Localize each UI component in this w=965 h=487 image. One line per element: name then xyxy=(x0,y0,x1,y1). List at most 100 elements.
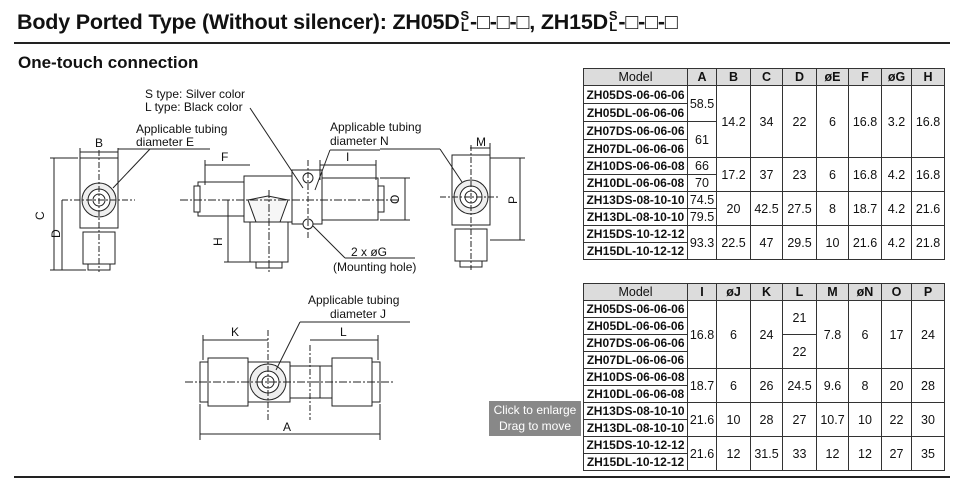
value-cell: 58.5 xyxy=(687,85,717,122)
side-view-right xyxy=(380,143,525,270)
label-l-type: L type: Black color xyxy=(145,100,243,114)
header-model: Model xyxy=(583,283,688,301)
dim-h: H xyxy=(211,237,225,246)
value-cell: 70 xyxy=(687,174,717,192)
value-cell: 16.8 xyxy=(911,85,945,158)
value-cell: 9.6 xyxy=(816,368,849,403)
value-cell: 6 xyxy=(816,85,849,158)
value-cell: 10 xyxy=(848,402,882,437)
top-view-bottom xyxy=(185,321,410,440)
value-cell: 16.8 xyxy=(848,85,882,158)
dim-m: M xyxy=(476,135,486,149)
value-cell: 27 xyxy=(782,402,817,437)
value-cell: 10 xyxy=(816,225,849,260)
header-m: M xyxy=(816,283,849,301)
header-j: øJ xyxy=(716,283,751,301)
value-cell: 28 xyxy=(750,402,783,437)
value-cell: 6 xyxy=(716,300,751,369)
value-cell: 22.5 xyxy=(716,225,751,260)
value-cell: 27 xyxy=(881,436,912,471)
model-cell: ZH10DL-06-06-08 xyxy=(583,174,688,192)
enlarge-overlay[interactable]: Click to enlarge Drag to move xyxy=(489,401,581,436)
model-cell: ZH05DL-06-06-06 xyxy=(583,103,688,122)
value-cell: 6 xyxy=(816,157,849,192)
value-cell: 21.6 xyxy=(687,402,717,437)
header-h: H xyxy=(911,68,945,86)
header-f: F xyxy=(848,68,882,86)
value-cell: 24 xyxy=(750,300,783,369)
header-c: C xyxy=(750,68,783,86)
value-cell: 35 xyxy=(911,436,945,471)
dimension-table-2: Model I øJ K L M øN O P ZH05DS-06-06-06 … xyxy=(583,283,945,471)
value-cell: 79.5 xyxy=(687,208,717,226)
dim-a: A xyxy=(283,420,291,434)
label-s-type: S type: Silver color xyxy=(145,87,245,101)
front-view-center xyxy=(180,107,415,272)
dim-i: I xyxy=(346,150,349,164)
value-cell: 16.8 xyxy=(911,157,945,192)
value-cell: 10.7 xyxy=(816,402,849,437)
value-cell: 6 xyxy=(716,368,751,403)
overlay-drag-text: Drag to move xyxy=(498,419,572,433)
value-cell: 12 xyxy=(816,436,849,471)
side-view-left xyxy=(50,148,210,272)
value-cell: 47 xyxy=(750,225,783,260)
label-mounting-1: 2 x øG xyxy=(351,245,387,259)
label-tubing-n-2: diameter N xyxy=(330,134,389,148)
value-cell: 20 xyxy=(716,191,751,226)
value-cell: 18.7 xyxy=(848,191,882,226)
value-cell: 8 xyxy=(848,368,882,403)
value-cell: 10 xyxy=(716,402,751,437)
label-tubing-j-2: diameter J xyxy=(330,307,386,321)
value-cell: 4.2 xyxy=(881,157,912,192)
value-cell: 93.3 xyxy=(687,225,717,260)
value-cell: 66 xyxy=(687,157,717,175)
label-tubing-n-1: Applicable tubing xyxy=(330,120,421,134)
value-cell: 26 xyxy=(750,368,783,403)
value-cell: 29.5 xyxy=(782,225,817,260)
model-cell: ZH05DL-06-06-06 xyxy=(583,317,688,335)
header-model: Model xyxy=(583,68,688,86)
model-cell: ZH07DL-06-06-06 xyxy=(583,139,688,158)
header-b: B xyxy=(716,68,751,86)
model-cell: ZH13DS-08-10-10 xyxy=(583,191,688,209)
label-tubing-j-1: Applicable tubing xyxy=(308,293,399,307)
header-a: A xyxy=(687,68,717,86)
value-cell: 74.5 xyxy=(687,191,717,209)
value-cell: 21.6 xyxy=(687,436,717,471)
dim-k: K xyxy=(231,325,239,339)
value-cell: 17.2 xyxy=(716,157,751,192)
value-cell: 14.2 xyxy=(716,85,751,158)
section-subtitle: One-touch connection xyxy=(18,53,199,72)
dim-f: F xyxy=(221,150,228,164)
value-cell: 30 xyxy=(911,402,945,437)
value-cell: 7.8 xyxy=(816,300,849,369)
model-cell: ZH05DS-06-06-06 xyxy=(583,300,688,318)
model-cell: ZH15DS-10-12-12 xyxy=(583,225,688,243)
value-cell: 42.5 xyxy=(750,191,783,226)
value-cell: 34 xyxy=(750,85,783,158)
value-cell: 22 xyxy=(782,85,817,158)
label-tubing-e-2: diameter E xyxy=(136,135,194,149)
model-cell: ZH13DL-08-10-10 xyxy=(583,208,688,226)
value-cell: 16.8 xyxy=(848,157,882,192)
value-cell: 4.2 xyxy=(881,191,912,226)
model-cell: ZH15DS-10-12-12 xyxy=(583,436,688,454)
value-cell: 6 xyxy=(848,300,882,369)
model-cell: ZH10DS-06-06-08 xyxy=(583,368,688,386)
dimension-table-1: Model A B C D øE F øG H ZH05DS-06-06-06 … xyxy=(583,68,945,260)
overlay-enlarge-text: Click to enlarge xyxy=(493,403,577,417)
value-cell: 31.5 xyxy=(750,436,783,471)
header-g: øG xyxy=(881,68,912,86)
model-cell: ZH05DS-06-06-06 xyxy=(583,85,688,104)
value-cell: 17 xyxy=(881,300,912,369)
value-cell: 12 xyxy=(716,436,751,471)
value-cell: 21 xyxy=(782,300,817,335)
dim-p: P xyxy=(506,196,520,204)
bottom-rule xyxy=(14,476,950,478)
page-title: Body Ported Type (Without silencer): ZH0… xyxy=(17,8,678,34)
header-o: O xyxy=(881,283,912,301)
label-tubing-e-1: Applicable tubing xyxy=(136,122,227,136)
value-cell: 16.8 xyxy=(687,300,717,369)
value-cell: 33 xyxy=(782,436,817,471)
